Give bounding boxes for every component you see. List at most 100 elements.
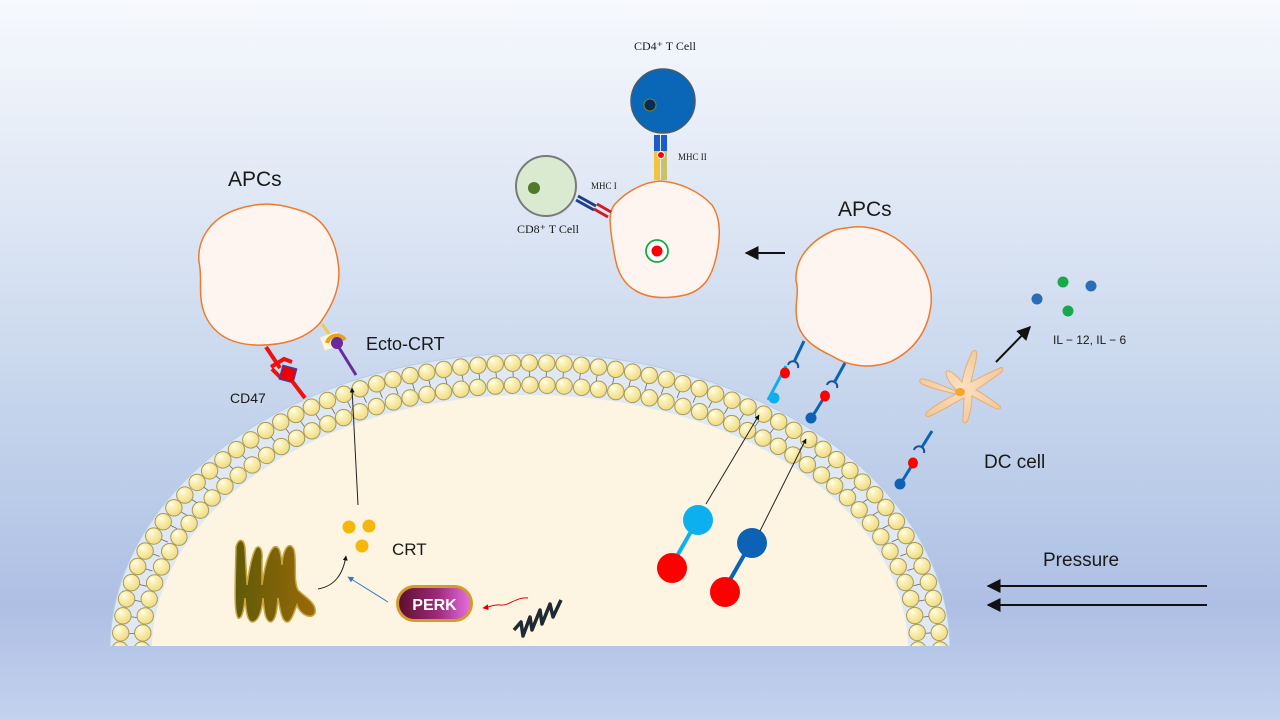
lipid-head (889, 557, 907, 576)
crt-granules: CRT (342, 519, 427, 559)
lipid-head (191, 501, 210, 519)
lipid-head (180, 514, 198, 533)
apc-left: APCs (198, 168, 340, 346)
pressure-label: Pressure (1043, 550, 1119, 571)
cd47-receptor: CD47 (230, 345, 307, 406)
lipid-head (827, 450, 846, 469)
lipid-head (826, 477, 844, 495)
membrane-receptor-2 (805, 362, 847, 424)
lipid-head (520, 354, 539, 372)
lipid-head (657, 393, 675, 411)
lipid-head (538, 376, 556, 394)
lipid-head (434, 382, 453, 401)
cytokine-release-arrow (995, 325, 1031, 363)
lipid-head (287, 429, 306, 448)
lipid-head (754, 405, 773, 423)
lipid-head (134, 624, 152, 642)
lipid-head (572, 356, 591, 374)
lipid-head (136, 542, 154, 560)
apc-presenting-body (609, 180, 720, 299)
cd4-t-cell-label: CD4⁺ T Cell (634, 39, 697, 53)
lipid-head (872, 528, 890, 546)
cd4-t-cell: CD4⁺ T Cell (630, 39, 697, 134)
lipid-head (154, 513, 172, 531)
lipid-head (145, 574, 164, 592)
lipid-head (122, 573, 141, 592)
mhc-i-complex: MHC I (575, 181, 617, 219)
lipid-head (640, 389, 659, 407)
perk-protein: PERK (396, 585, 473, 622)
damp-dark-blue (710, 528, 767, 607)
lipid-head (216, 477, 234, 495)
lipid-head (814, 440, 832, 459)
lipid-head (932, 641, 948, 646)
lipid-head (486, 377, 505, 395)
lipid-head (140, 590, 158, 608)
lipid-head (200, 462, 219, 480)
damp-translocation-arrow-2 (759, 438, 807, 532)
perk-label: PERK (412, 597, 457, 614)
lipid-head (910, 641, 926, 646)
lipid-head (170, 528, 188, 546)
lipid-head (176, 486, 194, 504)
cd8-t-cell-label: CD8⁺ T Cell (517, 222, 580, 236)
lipid-head (908, 623, 926, 642)
lipid-head (256, 421, 275, 440)
lipid-head (335, 385, 353, 403)
lipid-head (272, 437, 290, 456)
lipid-head (503, 376, 522, 394)
lipid-head (538, 354, 556, 372)
mhc-ii-label: MHC II (678, 152, 707, 162)
lipid-head (739, 398, 757, 416)
lipid-head (418, 363, 436, 381)
lipid-head (838, 488, 857, 507)
lipid-head (334, 408, 353, 427)
lipid-head (302, 398, 321, 416)
lipid-head (690, 402, 709, 421)
lipid-head (722, 414, 741, 433)
lipid-head (798, 455, 817, 474)
lipid-head (674, 374, 692, 393)
lipid-head (866, 485, 884, 504)
pressure: Pressure (986, 550, 1207, 612)
membrane-receptor-1 (766, 340, 806, 404)
lipid-head (129, 557, 147, 576)
apc-presenting (609, 180, 720, 299)
ecto-crt-label: Ecto-CRT (366, 334, 445, 354)
lipid-head (572, 378, 591, 397)
lipid-head (850, 501, 868, 519)
lipid-head (114, 607, 132, 625)
lipid-head (784, 446, 802, 464)
lipid-head (160, 542, 179, 561)
lipid-head (227, 440, 246, 459)
lipid-head (503, 354, 522, 372)
lipid-head (214, 451, 232, 469)
lipid-head (770, 413, 788, 431)
lipid-head (243, 456, 261, 474)
lipid-head (589, 358, 608, 376)
lipid-head (640, 366, 659, 385)
ecto-crt: Ecto-CRT (320, 323, 445, 376)
cd47-label: CD47 (230, 390, 266, 406)
lipid-head (521, 376, 539, 394)
antigen-core (651, 245, 663, 257)
lipid-head (928, 606, 946, 625)
lipid-head (706, 385, 725, 403)
lipid-head (435, 360, 453, 379)
lipid-head (469, 378, 487, 397)
perk-to-crt-arrow (347, 576, 389, 603)
lipid-head (887, 512, 906, 531)
lipid-head (165, 499, 183, 517)
apc-right: APCs (795, 198, 933, 367)
lipid-head (690, 379, 709, 398)
lipid-head (723, 391, 741, 409)
lipid-head (401, 366, 419, 385)
cytokines-label: IL − 12, IL − 6 (1053, 333, 1126, 347)
lipid-head (555, 377, 573, 395)
lipid-head (272, 413, 290, 431)
lipid-head (913, 557, 931, 575)
lipid-head (919, 573, 938, 591)
lipid-head (785, 421, 803, 440)
cytokines: IL − 12, IL − 6 (1031, 276, 1126, 347)
lipid-head (112, 624, 130, 642)
